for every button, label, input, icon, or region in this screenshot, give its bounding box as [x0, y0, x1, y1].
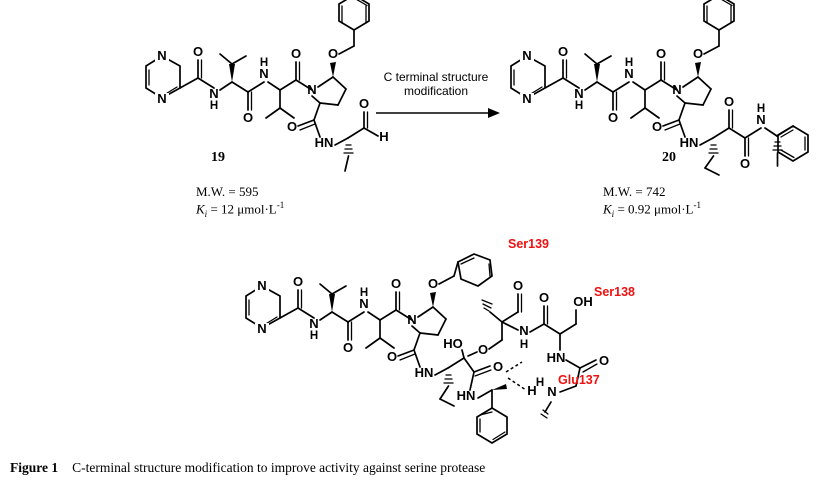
atom-label-O: O — [693, 46, 703, 61]
atom-label-O: O — [513, 278, 523, 293]
atom-label-O: O — [287, 119, 297, 134]
atom-label-HN: HN — [415, 365, 434, 380]
ki-subscript: i — [611, 208, 615, 219]
atom-label-HN: HN — [680, 135, 699, 150]
right-arrow-icon — [376, 108, 500, 118]
enzyme-complex-structure: N N O N H O N H O N O — [245, 237, 635, 444]
arrow-label: C terminal structure modification — [372, 70, 500, 98]
hydrogen-bond-2 — [507, 377, 527, 391]
atom-label-O: O — [493, 359, 503, 374]
figure-caption: Figure 1 C-terminal structure modificatio… — [10, 460, 485, 476]
atom-label-O: O — [359, 96, 369, 111]
compound-20-mw: M.W. = 742 — [603, 184, 666, 199]
atom-label-N: N — [519, 323, 528, 338]
atom-label-N: N — [756, 112, 765, 127]
residue-label-ser138: Ser138 — [594, 285, 635, 299]
ki-symbol: K — [603, 201, 612, 217]
atom-label-H: H — [520, 339, 528, 351]
atom-label-HO: HO — [443, 336, 463, 351]
atom-label-H: H — [575, 100, 583, 112]
atom-label-N: N — [307, 82, 316, 97]
atom-label-N: N — [522, 48, 531, 63]
atom-label-H: H — [360, 287, 368, 299]
figure-caption-label: Figure 1 — [10, 460, 59, 475]
atom-label-N: N — [407, 312, 416, 327]
ki-subscript: i — [204, 208, 208, 219]
atom-label-N: N — [547, 384, 556, 399]
compound-20-structure: N N O N H O N H O N O — [510, 0, 809, 176]
arrow-label-line2: modification — [403, 84, 469, 98]
compound-19-number: 19 — [211, 150, 225, 165]
residue-label-ser139: Ser139 — [508, 237, 549, 251]
ki-value: = 12 μmol·L — [207, 201, 277, 217]
atom-label-N: N — [359, 296, 368, 311]
residue-label-glu137: Glu137 — [558, 373, 600, 387]
atom-label-O: O — [193, 44, 203, 59]
atom-label-N: N — [257, 278, 266, 293]
atom-label-O: O — [652, 119, 662, 134]
atom-label-HN: HN — [547, 350, 566, 365]
atom-label-O: O — [740, 156, 750, 171]
atom-label-HN: HN — [457, 388, 476, 403]
atom-label-N: N — [259, 66, 268, 81]
atom-label-O: O — [558, 44, 568, 59]
atom-label-O: O — [293, 274, 303, 289]
atom-label-H: H — [310, 330, 318, 342]
atom-label-N: N — [309, 316, 318, 331]
atom-label-N: N — [672, 82, 681, 97]
atom-label-H: H — [625, 57, 633, 69]
atom-label-O: O — [478, 342, 488, 357]
arrow-label-line1: C terminal structure — [383, 70, 489, 84]
atom-label-O: O — [291, 46, 301, 61]
atom-label-N: N — [522, 91, 531, 106]
atom-label-O: O — [243, 110, 253, 125]
atom-label-N: N — [624, 66, 633, 81]
ki-value: = 0.92 μmol·L — [614, 201, 694, 217]
atom-label-O: O — [599, 353, 609, 368]
ki-symbol: K — [196, 201, 205, 217]
atom-label-H: H — [379, 129, 388, 144]
atom-label-N: N — [257, 321, 266, 336]
compound-19-structure: N N N N O N H O N H O N — [145, 0, 389, 172]
atom-label-OH: OH — [573, 294, 593, 309]
atom-label-H: H — [260, 57, 268, 69]
atom-label-O: O — [343, 340, 353, 355]
figure-caption-text: C-terminal structure modification to imp… — [72, 460, 486, 475]
atom-label-H: H — [210, 100, 218, 112]
ki-exponent: -1 — [276, 200, 285, 210]
atom-label-N: N — [157, 48, 166, 63]
hydrogen-bond-1 — [505, 361, 523, 373]
atom-label-O: O — [428, 276, 438, 291]
compound-19-ki: Ki = 12 μmol·L-1 — [196, 200, 284, 219]
compound-19-mw: M.W. = 595 — [196, 184, 259, 199]
atom-label-N: N — [574, 86, 583, 101]
atom-label-H: H — [536, 377, 544, 389]
atom-label-O: O — [608, 110, 618, 125]
atom-label-N: N — [209, 86, 218, 101]
atom-label-H: H — [757, 103, 765, 115]
atom-label-O: O — [539, 290, 549, 305]
atom-label-O: O — [328, 46, 338, 61]
atom-label-HN: HN — [315, 135, 334, 150]
compound-20-number: 20 — [662, 150, 676, 165]
atom-label-O: O — [724, 94, 734, 109]
compound-20-ki: Ki = 0.92 μmol·L-1 — [603, 200, 701, 219]
atom-label-O: O — [391, 276, 401, 291]
ki-exponent: -1 — [693, 200, 701, 210]
atom-label-H: H — [527, 383, 536, 398]
atom-label-N: N — [157, 91, 166, 106]
atom-label-O: O — [387, 349, 397, 364]
atom-label-O: O — [656, 46, 666, 61]
